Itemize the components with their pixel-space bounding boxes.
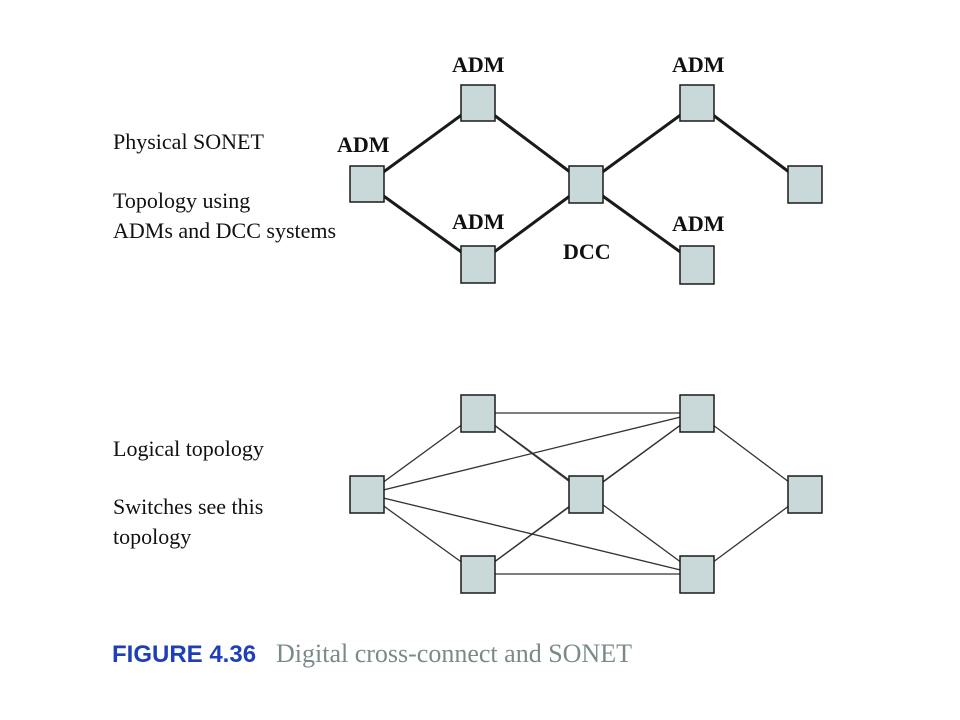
- label-adm-top1: ADM: [452, 52, 505, 77]
- logical-node-center: [568, 475, 604, 514]
- link-adm-left-to-adm-top1: [366, 101, 479, 186]
- physical-links: [366, 101, 806, 266]
- logical-label-line3: topology: [113, 524, 191, 549]
- logical-node-bottom2: [679, 555, 715, 594]
- logical-link-bottom2-right: [696, 493, 806, 575]
- logical-topology: Logical topology Switches see this topol…: [113, 394, 823, 594]
- logical-link-top2-right: [696, 412, 806, 495]
- logical-label-line1: Logical topology: [113, 436, 264, 461]
- logical-node-top2: [679, 394, 715, 433]
- link-adm-top1-to-dcc: [477, 101, 587, 186]
- link-adm-bottom1-to-dcc: [477, 182, 587, 266]
- logical-link-left-top1: [366, 412, 479, 495]
- physical-node-adm-bottom2: [679, 245, 715, 285]
- physical-label-line3: ADMs and DCC systems: [113, 218, 336, 243]
- physical-node-right: [787, 165, 823, 204]
- physical-node-adm-bottom1: [460, 245, 496, 284]
- label-dcc: DCC: [563, 239, 611, 264]
- physical-node-dcc: [568, 165, 604, 204]
- figure-caption: FIGURE 4.36 Digital cross-connect and SO…: [112, 639, 632, 668]
- label-adm-bottom2: ADM: [672, 211, 725, 236]
- logical-label-line2: Switches see this: [113, 494, 263, 519]
- label-adm-top2: ADM: [672, 52, 725, 77]
- label-adm-bottom1: ADM: [452, 209, 505, 234]
- link-dcc-to-adm-bottom2: [585, 182, 698, 266]
- logical-node-top1: [460, 394, 496, 433]
- logical-node-bottom1: [460, 555, 496, 594]
- caption-number: FIGURE 4.36: [112, 641, 256, 668]
- logical-node-right: [787, 475, 823, 514]
- logical-link-center-top2: [585, 412, 698, 495]
- label-adm-left: ADM: [337, 132, 390, 157]
- link-adm-top2-to-right-node: [696, 101, 806, 186]
- link-dcc-to-adm-top2: [585, 101, 698, 186]
- logical-link-left-bottom1: [366, 493, 479, 575]
- logical-node-left: [349, 475, 385, 514]
- caption-text: Digital cross-connect and SONET: [276, 639, 632, 668]
- physical-label-line1: Physical SONET: [113, 129, 265, 154]
- physical-node-adm-top2: [679, 84, 715, 122]
- physical-node-adm-left: [349, 165, 385, 203]
- link-adm-left-to-adm-bottom1: [366, 182, 479, 266]
- physical-node-adm-top1: [460, 84, 496, 122]
- physical-label-line2: Topology using: [113, 188, 250, 213]
- physical-topology: ADM ADM ADM ADM ADM DCC Physical SONET T…: [113, 52, 823, 285]
